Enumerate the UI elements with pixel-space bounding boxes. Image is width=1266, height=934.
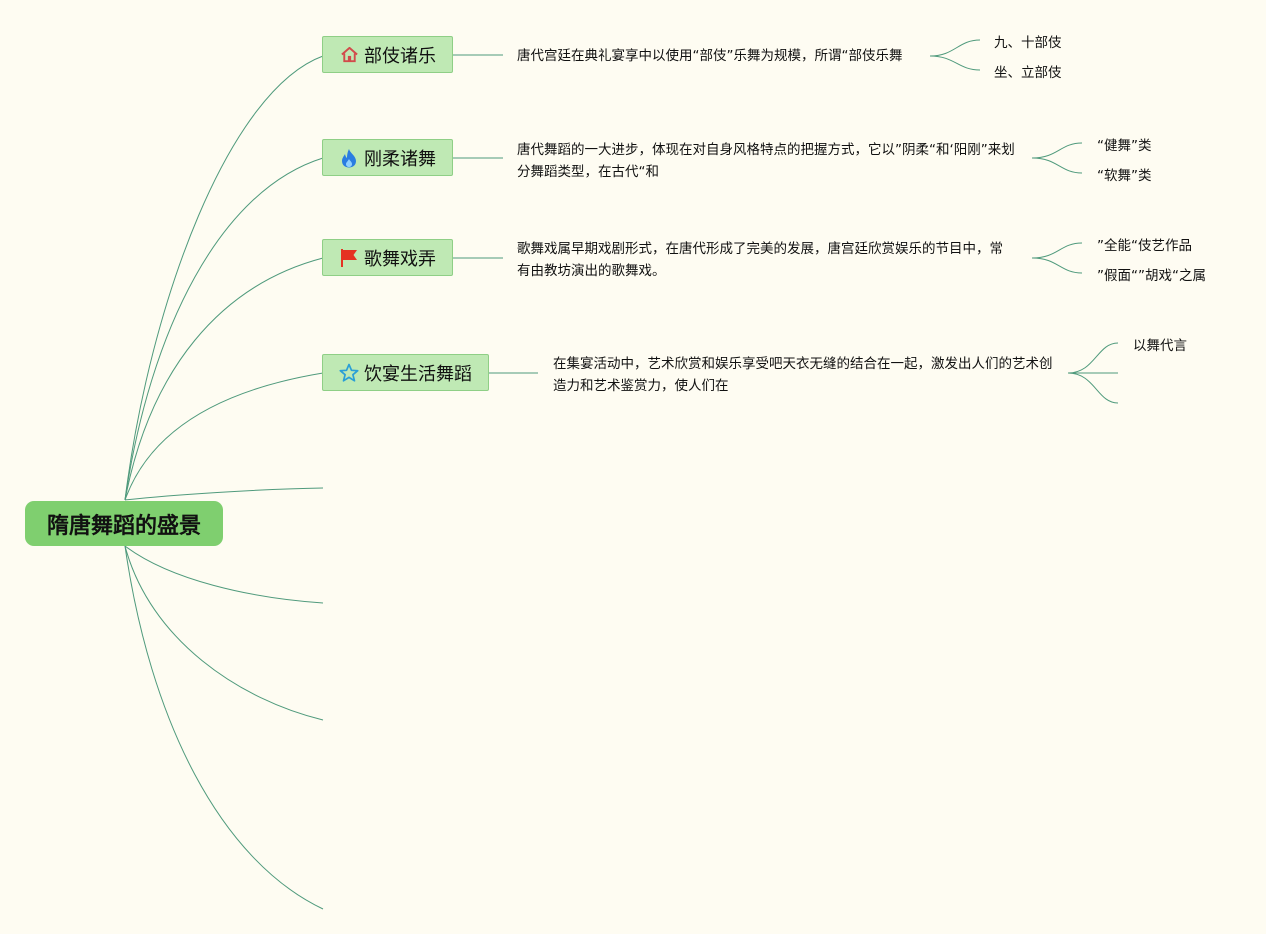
- star-icon: [339, 363, 359, 383]
- root-link-4: [124, 372, 324, 501]
- leaf-topic-4-1[interactable]: 以舞代言: [1133, 338, 1187, 354]
- desc-child-link-3b: [1031, 257, 1083, 274]
- desc-child-link-4c: [1067, 372, 1119, 404]
- branch-topic-4[interactable]: 饮宴生活舞蹈: [322, 354, 489, 391]
- house-icon: [339, 45, 359, 65]
- flag-icon: [339, 248, 359, 268]
- root-link-3: [124, 257, 324, 501]
- branch-description-2[interactable]: 唐代舞蹈的一大进步，体现在对自身风格特点的把握方式，它以”阴柔“和‘阳刚”来划分…: [517, 142, 1015, 180]
- desc-child-link-1b: [929, 55, 981, 71]
- root-topic[interactable]: 隋唐舞蹈的盛景: [25, 501, 223, 546]
- root-link-8: [124, 545, 324, 910]
- leaf-topic-1-2[interactable]: 坐、立部伎: [994, 65, 1062, 81]
- root-link-2: [124, 157, 324, 501]
- desc-child-link-2b: [1031, 157, 1083, 174]
- leaf-topic-2-1[interactable]: “健舞”类: [1097, 138, 1152, 154]
- desc-child-link-4a: [1067, 342, 1119, 374]
- branch-label: 部伎诸乐: [364, 45, 436, 67]
- desc-child-link-1a: [929, 39, 981, 57]
- branch-topic-2[interactable]: 刚柔诸舞: [322, 139, 453, 176]
- branch-label: 歌舞戏弄: [364, 248, 436, 270]
- root-link-1: [124, 55, 324, 501]
- leaf-topic-1-1[interactable]: 九、十部伎: [994, 35, 1062, 51]
- leaf-topic-3-1[interactable]: ”全能“伎艺作品: [1097, 238, 1192, 254]
- branch-label: 刚柔诸舞: [364, 148, 436, 170]
- flame-icon: [339, 148, 359, 168]
- root-link-7: [124, 545, 324, 721]
- leaf-topic-2-2[interactable]: “软舞”类: [1097, 168, 1152, 184]
- branch-description-1[interactable]: 唐代宫廷在典礼宴享中以使用“部伎”乐舞为规模，所谓“部伎乐舞: [517, 48, 903, 64]
- branch-label: 饮宴生活舞蹈: [364, 363, 472, 385]
- root-link-5: [124, 487, 324, 501]
- branch-topic-1[interactable]: 部伎诸乐: [322, 36, 453, 73]
- desc-child-link-2a: [1031, 142, 1083, 159]
- branch-description-4[interactable]: 在集宴活动中，艺术欣赏和娱乐享受吧天衣无缝的结合在一起，激发出人们的艺术创造力和…: [553, 356, 1053, 394]
- leaf-topic-3-2[interactable]: ”假面“”胡戏“之属: [1097, 268, 1206, 284]
- root-link-6: [124, 545, 324, 604]
- branch-description-3[interactable]: 歌舞戏属早期戏剧形式，在唐代形成了完美的发展，唐宫廷欣赏娱乐的节目中，常有由教坊…: [517, 241, 1003, 279]
- desc-child-link-3a: [1031, 242, 1083, 259]
- branch-topic-3[interactable]: 歌舞戏弄: [322, 239, 453, 276]
